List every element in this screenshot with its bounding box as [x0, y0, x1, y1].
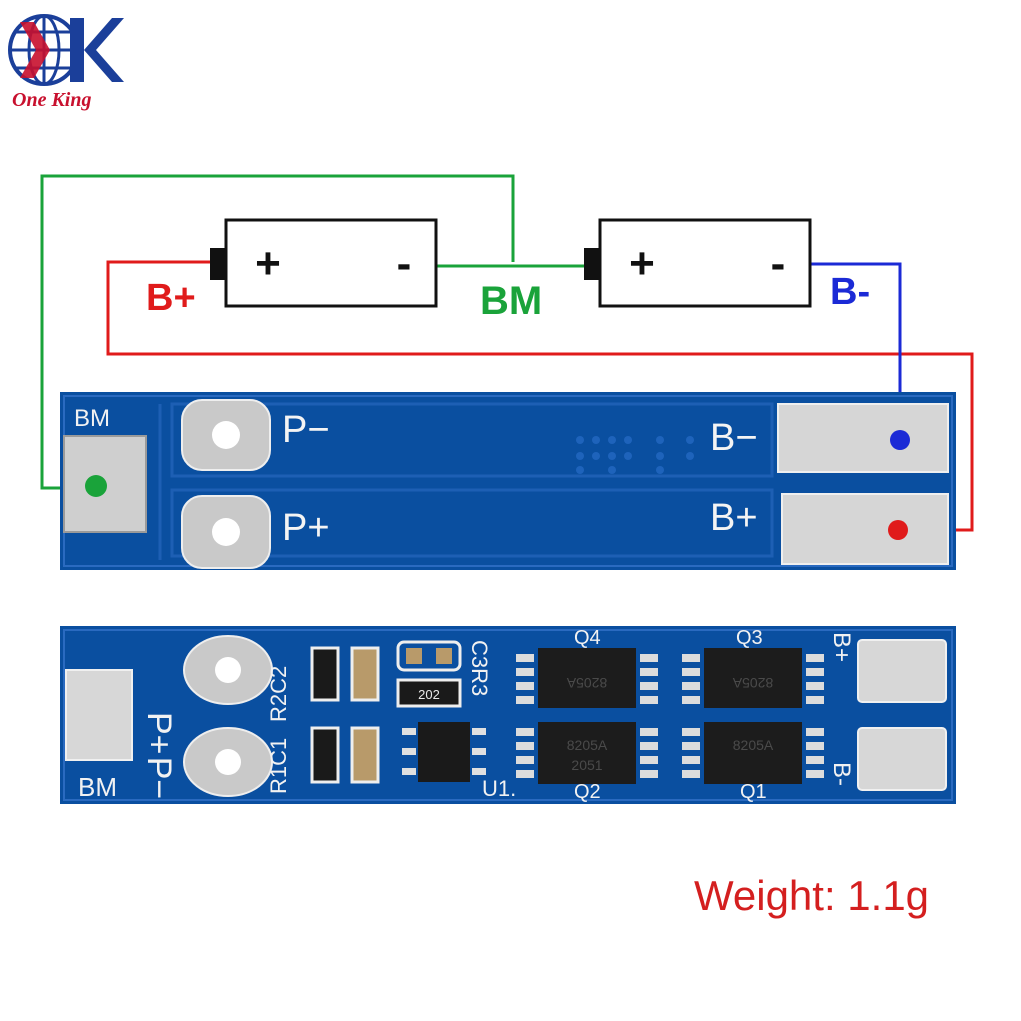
mosfet-q4: 8205A — [516, 648, 658, 708]
b-minus-connection-dot — [890, 430, 910, 450]
battery-2-plus: + — [629, 239, 655, 288]
battery-cell-1: + - — [210, 218, 438, 308]
capacitor-c1 — [350, 726, 380, 784]
silk-q3: Q3 — [736, 627, 763, 649]
pcb-back-b-minus-label: B- — [828, 762, 855, 786]
mosfet-q2-marking: 8205A — [567, 737, 608, 753]
pcb-front-b-plus-label: B+ — [710, 497, 758, 539]
battery-1-plus: + — [255, 239, 281, 288]
pcb-back-bm-label: BM — [78, 772, 117, 802]
pcb-front: BM P− P+ B− B+ — [60, 392, 956, 570]
via-dots — [576, 436, 694, 474]
mosfet-q2: 8205A 2051 — [516, 722, 658, 784]
resistor-r2 — [310, 646, 340, 702]
ic-u1 — [402, 722, 486, 782]
pcb-back-p-plus-pad — [183, 635, 273, 705]
b-plus-wire — [106, 260, 974, 532]
label-b-plus: B+ — [146, 277, 196, 319]
b-plus-solder-pad — [781, 493, 949, 565]
bm-connection-dot — [85, 475, 107, 497]
mosfet-q1-marking: 8205A — [733, 737, 774, 753]
pcb-front-b-minus-label: B− — [710, 417, 758, 459]
label-b-minus: B- — [830, 271, 870, 313]
wiring-diagram: + - + - B+ BM B- — [40, 174, 974, 532]
b-minus-wire — [810, 262, 902, 440]
mosfet-q3-marking: 8205A — [732, 675, 773, 691]
mosfet-q3: 8205A — [682, 648, 824, 708]
pcb-front-p-plus-label: P+ — [282, 507, 330, 549]
silk-c3r3: C3R3 — [467, 640, 492, 696]
mosfet-q1: 8205A — [682, 722, 824, 784]
silk-u1: U1. — [482, 776, 516, 801]
brand-logo: One King — [8, 14, 124, 111]
battery-cell-2: + - — [584, 218, 812, 308]
weight-caption: Weight: 1.1g — [694, 872, 929, 919]
silk-r1c1: R1C1 — [266, 738, 291, 794]
silk-q1: Q1 — [740, 781, 767, 803]
p-plus-pad — [181, 495, 271, 569]
pcb-back-b-plus-pad — [857, 639, 947, 703]
resistor-r1 — [310, 726, 340, 784]
silk-r2c2: R2C2 — [266, 666, 291, 722]
pcb-back-bm-pad — [65, 669, 133, 761]
pcb-back-p-minus-label: P− — [140, 757, 178, 800]
pcb-back-p-minus-pad — [183, 727, 273, 797]
mosfet-q2-code: 2051 — [571, 757, 602, 773]
resistor-r3: 202 — [396, 678, 462, 708]
capacitor-c3 — [396, 640, 462, 672]
battery-1-minus: - — [397, 239, 412, 288]
p-minus-pad — [181, 399, 271, 471]
pcb-front-bm-label: BM — [74, 405, 110, 432]
pcb-back-b-minus-pad — [857, 727, 947, 791]
mosfet-q4-marking: 8205A — [566, 675, 607, 691]
globe-icon — [8, 14, 80, 86]
resistor-r3-code: 202 — [418, 687, 440, 702]
pcb-front-p-minus-label: P− — [282, 409, 330, 451]
silk-q2: Q2 — [574, 781, 601, 803]
b-minus-solder-pad — [777, 403, 949, 473]
pcb-back: BM P+ P− R2C2 R1C1 C3R3 — [60, 626, 956, 804]
k-letter-icon — [70, 18, 124, 82]
battery-2-minus: - — [771, 239, 786, 288]
brand-name: One King — [12, 89, 91, 111]
pcb-back-p-plus-label: P+ — [140, 712, 178, 755]
pcb-back-b-plus-label: B+ — [828, 632, 855, 662]
capacitor-c2 — [350, 646, 380, 702]
b-plus-connection-dot — [888, 520, 908, 540]
label-bm: BM — [480, 279, 542, 323]
silk-q4: Q4 — [574, 627, 601, 649]
